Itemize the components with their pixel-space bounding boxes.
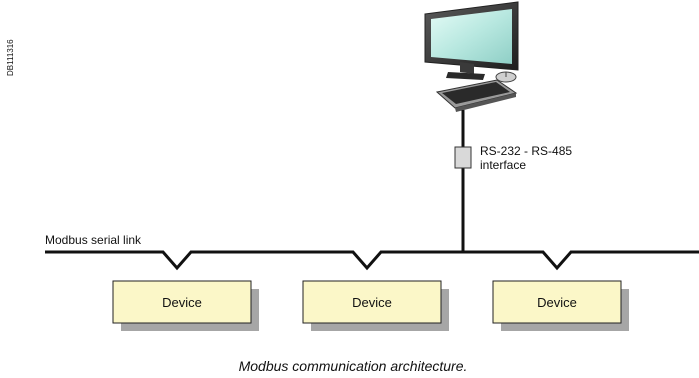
interface-box bbox=[454, 146, 472, 169]
device-2: Device bbox=[302, 280, 449, 331]
device-label: Device bbox=[162, 295, 202, 310]
reference-code: DB111316 bbox=[6, 39, 15, 76]
computer-icon bbox=[424, 1, 519, 112]
serial-link-label: Modbus serial link bbox=[45, 233, 142, 247]
device-label: Device bbox=[537, 295, 577, 310]
figure-caption: Modbus communication architecture. bbox=[239, 358, 468, 374]
device-label: Device bbox=[352, 295, 392, 310]
device-3: Device bbox=[492, 280, 629, 331]
interface-label-line1: RS-232 - RS-485 bbox=[480, 144, 572, 158]
modbus-serial-link bbox=[45, 250, 699, 271]
device-1: Device bbox=[112, 280, 259, 331]
interface-label-line2: interface bbox=[480, 158, 526, 172]
